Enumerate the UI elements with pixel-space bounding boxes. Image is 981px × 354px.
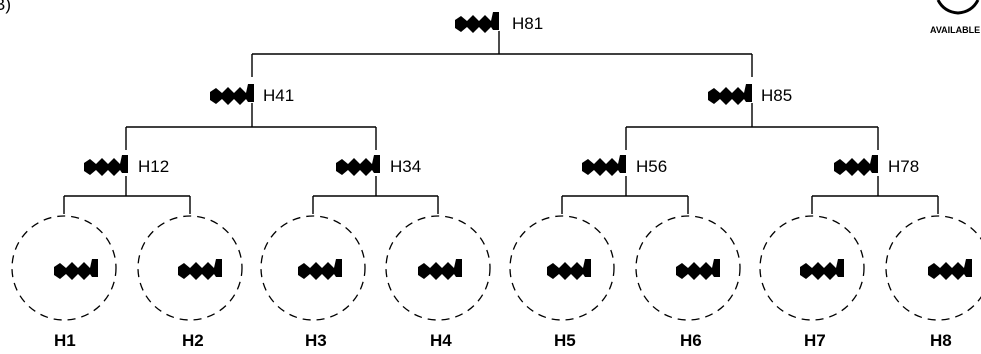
dashed-circle: [385, 215, 491, 321]
dashed-circle: [509, 215, 615, 321]
leaf-h7: H7: [759, 215, 865, 350]
leaf-label: H3: [305, 331, 327, 350]
wavy-block-icon: [547, 259, 591, 280]
wavy-block-icon: [800, 259, 844, 280]
dashed-circle: [11, 215, 117, 321]
node-label-level2: H56: [636, 157, 667, 176]
wavy-block-icon: [676, 259, 720, 280]
node-h56: H56: [582, 155, 667, 176]
leaf-h5: H5: [509, 215, 615, 350]
figure-tag: B): [0, 0, 11, 14]
node-label-level2: H34: [390, 157, 421, 176]
wavy-block-icon: [928, 259, 972, 280]
leaf-label: H5: [554, 331, 576, 350]
dashed-circle: [635, 215, 741, 321]
node-label-level1: H85: [761, 86, 792, 105]
node-label-root: H81: [512, 14, 543, 33]
wavy-block-icon: [455, 12, 499, 33]
tree-edges: [63, 31, 939, 214]
availability-badge-label: AVAILABLE: [930, 25, 980, 35]
wavy-block-icon: [298, 259, 342, 280]
node-h12: H12: [84, 155, 169, 176]
node-label-level1: H41: [263, 86, 294, 105]
dashed-circle: [885, 215, 981, 321]
wavy-block-icon: [708, 84, 752, 105]
wavy-block-icon: [834, 155, 878, 176]
dashed-circle: [759, 215, 865, 321]
wavy-block-icon: [210, 84, 254, 105]
dashed-circle: [137, 215, 243, 321]
leaf-h3: H3: [260, 215, 366, 350]
wavy-block-icon: [84, 155, 128, 176]
leaf-label: H1: [54, 331, 76, 350]
leaf-label: H2: [182, 331, 204, 350]
leaf-h8: H8: [885, 215, 981, 350]
node-label-level2: H12: [138, 157, 169, 176]
leaf-h4: H4: [385, 215, 491, 350]
wavy-block-icon: [582, 155, 626, 176]
leaf-h2: H2: [137, 215, 243, 350]
leaf-label: H6: [680, 331, 702, 350]
dashed-circle: [260, 215, 366, 321]
availability-badge: AVAILABLE: [930, 0, 980, 35]
leaf-label: H8: [930, 331, 952, 350]
leaf-h6: H6: [635, 215, 741, 350]
node-h78: H78: [834, 155, 919, 176]
node-h41: H41: [210, 84, 294, 105]
node-h85: H85: [708, 84, 792, 105]
leaf-h1: H1: [11, 215, 117, 350]
leaf-label: H7: [804, 331, 826, 350]
node-label-level2: H78: [888, 157, 919, 176]
wavy-block-icon: [178, 259, 222, 280]
node-h34: H34: [336, 155, 421, 176]
node-root: H81: [455, 12, 543, 33]
leaf-label: H4: [430, 331, 452, 350]
wavy-block-icon: [418, 259, 462, 280]
wavy-block-icon: [336, 155, 380, 176]
wavy-block-icon: [54, 259, 98, 280]
